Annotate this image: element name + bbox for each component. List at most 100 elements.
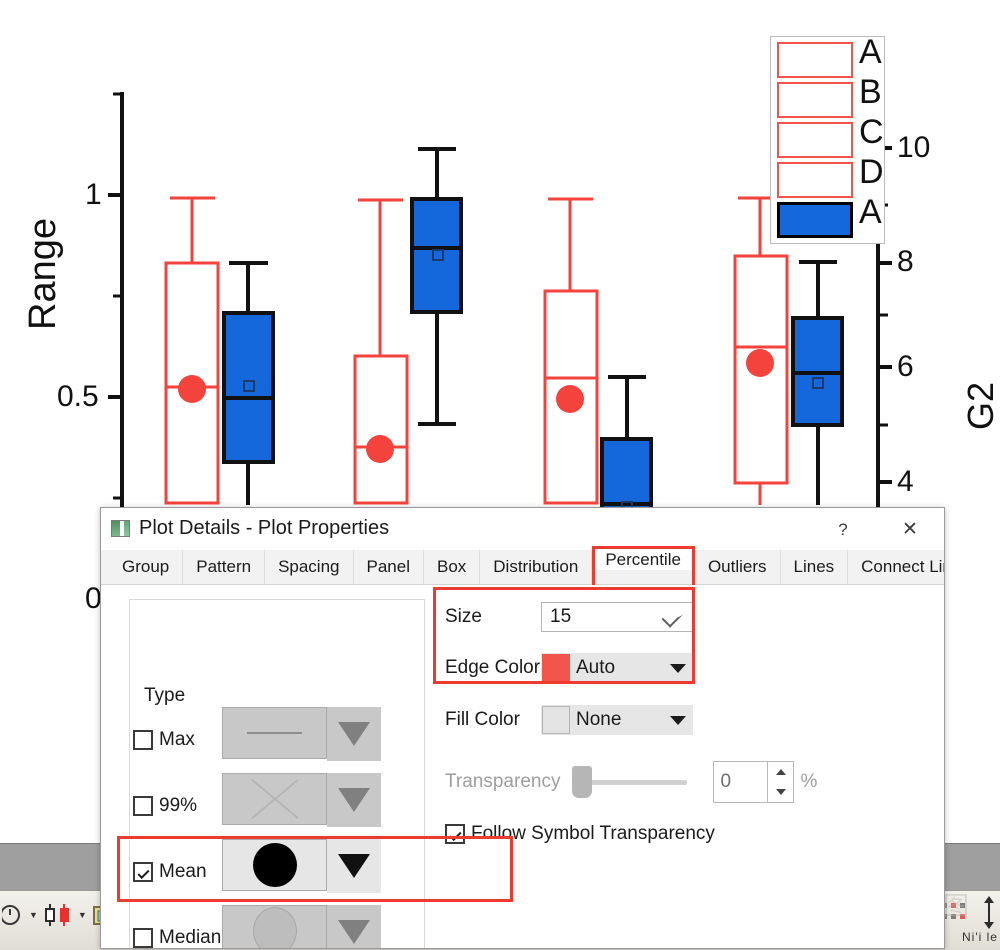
tab-connect-lines[interactable]: Connect Lines	[848, 550, 944, 584]
transparency-stepper[interactable]	[768, 761, 795, 803]
transparency-slider[interactable]	[572, 765, 688, 798]
y-tick-right-6: 6	[897, 350, 914, 383]
chevron-down-icon-max	[338, 722, 370, 746]
chevron-down-icon-edge	[670, 663, 686, 673]
legend-label-c: C	[859, 113, 884, 151]
percentile-panel: Type Max 99% Mean	[101, 585, 944, 948]
chevron-down-icon-99	[338, 788, 370, 812]
preview-swatch-mean[interactable]	[222, 839, 327, 891]
edge-color-row: Edge Color Auto	[445, 653, 693, 683]
preview-swatch-max[interactable]	[222, 707, 327, 759]
transparency-value: 0	[720, 771, 732, 792]
preview-mean[interactable]	[222, 839, 381, 893]
y-axis-label-left: Range	[22, 218, 64, 330]
fill-color-row: Fill Color None	[445, 705, 693, 735]
type-row-99[interactable]: 99%	[133, 776, 411, 836]
box-g2-blue	[410, 147, 463, 426]
size-value: 15	[550, 606, 572, 627]
checkbox-max[interactable]	[133, 730, 153, 750]
legend-label-b: B	[859, 73, 882, 111]
box-g4-red	[733, 196, 789, 505]
chevron-down-icon-median	[338, 920, 370, 944]
preview-dropdown-median[interactable]	[327, 905, 381, 948]
tab-outliers[interactable]: Outliers	[695, 550, 781, 584]
dialog-titlebar[interactable]: Plot Details - Plot Properties ? ✕	[101, 508, 944, 550]
transparency-slider-thumb[interactable]	[572, 765, 593, 798]
chevron-down-icon-1[interactable]: ▼	[29, 910, 38, 920]
edge-color-combobox[interactable]: Auto	[541, 653, 693, 683]
chevron-down-icon-size	[661, 606, 683, 628]
tab-pattern[interactable]: Pattern	[183, 550, 266, 584]
fill-color-combobox[interactable]: None	[541, 705, 693, 735]
fill-color-value: None	[576, 709, 622, 730]
size-row: Size 15	[445, 602, 693, 632]
line-glyph-icon	[247, 732, 302, 734]
fill-color-label: Fill Color	[445, 709, 520, 730]
taskbar-tip-text: Ni'i le	[962, 930, 998, 944]
preview-dropdown-mean[interactable]	[327, 839, 381, 893]
tab-lines[interactable]: Lines	[781, 550, 849, 584]
preview-swatch-99[interactable]	[222, 773, 327, 825]
chevron-down-icon-fill	[670, 715, 686, 725]
type-groupbox-title: Type	[139, 685, 191, 707]
tab-percentile[interactable]: Percentile	[592, 550, 695, 570]
stepper-up-button[interactable]	[768, 762, 793, 782]
dialog-title: Plot Details - Plot Properties	[139, 517, 390, 539]
dialog-tabstrip[interactable]: Group Pattern Spacing Panel Box Distribu…	[101, 546, 944, 588]
candlestick-icon[interactable]	[43, 902, 73, 928]
vertical-arrow-icon[interactable]	[978, 894, 1000, 934]
help-button[interactable]: ?	[838, 520, 848, 539]
transparency-row: Transparency 0 %	[445, 761, 817, 803]
legend-label-a: A	[859, 33, 882, 71]
checkbox-follow-symbol-transparency[interactable]	[445, 824, 465, 844]
filled-circle-glyph-icon	[252, 843, 297, 887]
type-row-max[interactable]: Max	[133, 710, 411, 770]
legend-swatch-b	[777, 82, 853, 118]
y-tick-left-0-5: 0.5	[57, 380, 99, 413]
box-g1-blue	[222, 261, 275, 505]
stepper-down-button[interactable]	[768, 782, 793, 802]
y-tick-right-10: 10	[897, 131, 931, 164]
box-g3-red	[543, 197, 599, 505]
legend-swatch-a2	[777, 202, 853, 238]
tab-group[interactable]: Group	[109, 550, 184, 584]
tab-distribution[interactable]: Distribution	[480, 550, 593, 584]
tab-box[interactable]: Box	[424, 550, 481, 584]
size-combobox[interactable]: 15	[541, 602, 693, 632]
box-g2-red	[353, 198, 409, 505]
legend-label-a2: A	[859, 193, 882, 231]
chart-legend[interactable]: A B C D A	[770, 33, 885, 244]
type-row-mean[interactable]: Mean	[133, 842, 411, 902]
legend-swatch-c	[777, 122, 853, 158]
preview-median[interactable]	[222, 905, 381, 948]
preview-99[interactable]	[222, 773, 381, 827]
clock-icon[interactable]	[2, 903, 24, 927]
follow-symbol-transparency-row[interactable]: Follow Symbol Transparency	[445, 823, 715, 845]
cross-glyph-icon	[245, 774, 305, 824]
checkbox-99[interactable]	[133, 796, 153, 816]
type-groupbox	[129, 599, 425, 948]
caret-up-icon	[775, 769, 786, 775]
checkbox-mean[interactable]	[133, 862, 153, 882]
legend-swatch-d	[777, 162, 853, 198]
transparency-unit: %	[800, 771, 818, 792]
chevron-down-icon-mean	[338, 854, 370, 878]
preview-max[interactable]	[222, 707, 381, 761]
preview-dropdown-99[interactable]	[327, 773, 381, 827]
box-g4-blue	[791, 260, 844, 505]
percentile-properties: Size 15 Edge Color Auto	[433, 587, 911, 945]
close-button[interactable]: ✕	[902, 519, 918, 540]
tab-panel[interactable]: Panel	[354, 550, 424, 584]
preview-swatch-median[interactable]	[222, 905, 327, 948]
tab-spacing[interactable]: Spacing	[265, 550, 354, 584]
chevron-down-icon-2[interactable]: ▼	[77, 910, 87, 920]
caret-down-icon	[775, 789, 786, 795]
transparency-input[interactable]: 0	[713, 761, 769, 803]
type-row-median[interactable]: Median	[133, 908, 411, 948]
label-mean: Mean	[159, 861, 207, 882]
checkbox-median[interactable]	[133, 928, 153, 948]
legend-swatch-a	[777, 42, 853, 78]
y-tick-left-1: 1	[85, 178, 102, 211]
preview-dropdown-max[interactable]	[327, 707, 381, 761]
y-tick-right-4: 4	[897, 465, 914, 498]
